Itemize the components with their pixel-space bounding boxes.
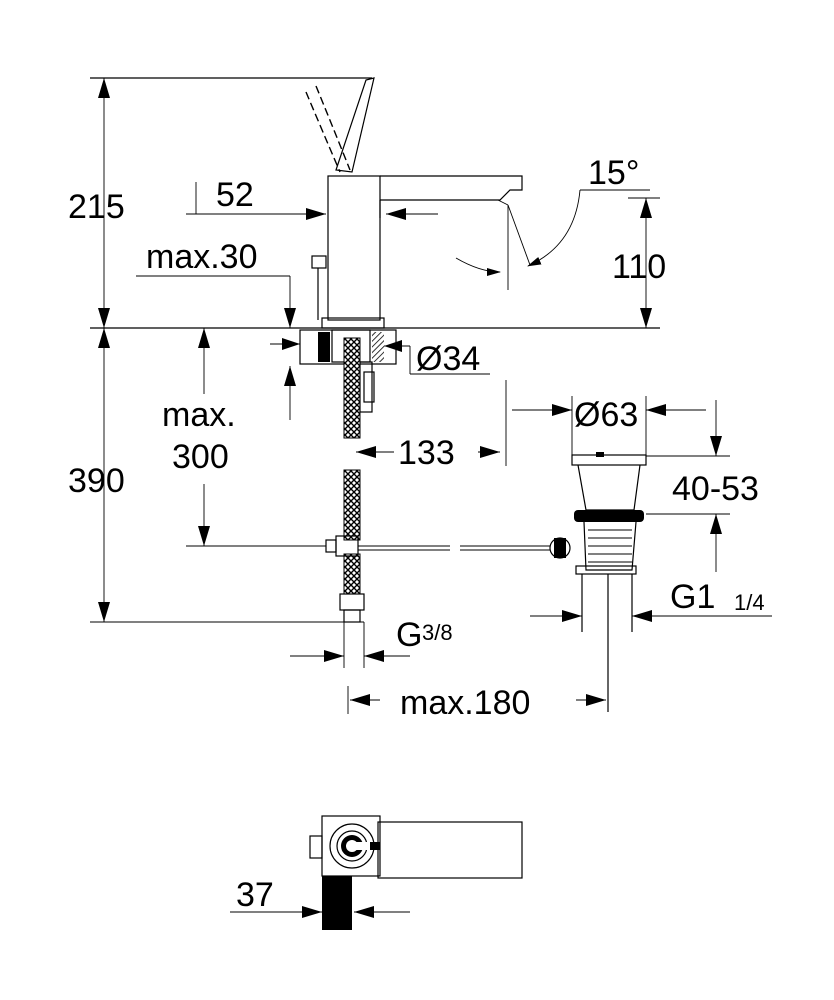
- faucet-body: [327, 175, 381, 321]
- faucet-side-view: [90, 77, 660, 329]
- waste-assembly: [549, 452, 647, 712]
- spray-line: [507, 204, 531, 266]
- spout: [380, 175, 523, 201]
- supply-hose-upper: [343, 337, 361, 439]
- label-max-30: max.30: [146, 238, 258, 276]
- label-o34: Ø34: [416, 340, 480, 378]
- label-40-53: 40-53: [672, 470, 759, 508]
- label-300: 300: [172, 438, 229, 476]
- label-g1-frac: 1/4: [734, 590, 765, 615]
- label-15-deg: 15°: [588, 154, 639, 192]
- base-ring: [321, 317, 385, 329]
- label-52: 52: [216, 176, 254, 214]
- faucet-top-view: [230, 815, 523, 930]
- lever-alt-position: [305, 91, 341, 173]
- label-max: max.: [162, 396, 236, 434]
- waste-cap: [571, 454, 647, 466]
- top-spout: [377, 821, 523, 879]
- mounting-section: [299, 329, 550, 623]
- label-o63: Ø63: [574, 396, 638, 434]
- label-390: 390: [68, 462, 125, 500]
- lever-handle: [335, 77, 375, 173]
- supply-hose-lower: [343, 469, 361, 541]
- dimension-labels: 215 52 max.30 15° 110 Ø34 max. 300 390 1…: [68, 154, 765, 914]
- dimension-lines: [90, 78, 772, 714]
- label-max-180: max.180: [400, 684, 530, 722]
- label-110: 110: [612, 248, 666, 286]
- label-215: 215: [68, 188, 125, 226]
- label-g: G: [396, 616, 422, 654]
- nut: [359, 361, 373, 413]
- angle-arc: [455, 257, 501, 276]
- hose-fitting: [339, 593, 365, 611]
- popup-knob: [311, 255, 327, 269]
- label-133: 133: [398, 434, 455, 472]
- label-g-frac: 3/8: [422, 620, 453, 645]
- label-g1: G1: [670, 578, 715, 616]
- label-37: 37: [236, 876, 274, 914]
- waste-nut: [574, 510, 644, 522]
